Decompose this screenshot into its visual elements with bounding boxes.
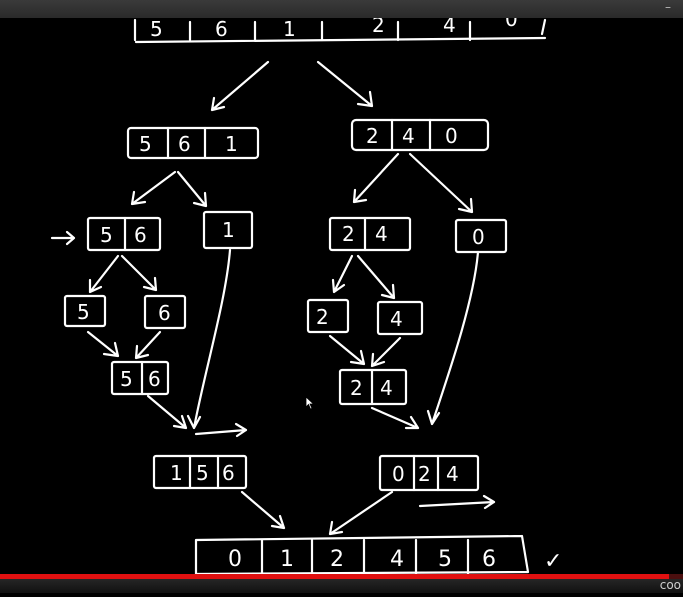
node-cell: 6 xyxy=(158,301,171,325)
merge-arrow xyxy=(240,490,286,530)
merge-arrow xyxy=(370,336,402,368)
node-leaf-5: 5 xyxy=(63,294,107,328)
split-arrow xyxy=(120,254,158,292)
top-array-cell: 4 xyxy=(443,13,456,37)
node-merged-024: 0 2 4 xyxy=(378,454,480,492)
node-leaf-4: 4 xyxy=(376,300,424,336)
merge-arrow xyxy=(146,394,188,430)
split-arrow xyxy=(408,152,474,214)
result-cell: 2 xyxy=(330,547,344,572)
node-cell: 6 xyxy=(134,223,147,247)
result-cell: 0 xyxy=(228,547,242,572)
node-single-1: 1 xyxy=(202,210,254,250)
node-cell: 0 xyxy=(472,225,485,249)
node-right-half: 2 4 0 xyxy=(350,118,490,152)
split-arrow xyxy=(352,152,400,204)
split-arrow xyxy=(130,170,177,206)
video-progress-fill xyxy=(0,574,670,579)
top-array-cell: 2 xyxy=(372,13,385,37)
channel-logo: coo xyxy=(659,578,681,592)
split-arrow xyxy=(176,170,208,208)
result-cell: 1 xyxy=(280,547,294,572)
node-cell: 2 xyxy=(316,305,329,329)
node-cell: 4 xyxy=(380,376,393,400)
node-cell: 4 xyxy=(390,307,403,331)
merge-arrow xyxy=(426,250,480,426)
pointer-arrow xyxy=(50,230,76,246)
merge-arrow xyxy=(328,490,394,536)
node-cell: 5 xyxy=(196,461,209,485)
result-cell: 5 xyxy=(438,547,452,572)
merge-arrow xyxy=(134,330,162,360)
checkmark-icon: ✓ xyxy=(544,549,562,574)
merge-arrow xyxy=(86,330,120,358)
node-leaf-6: 6 xyxy=(143,294,187,330)
merge-arrow xyxy=(370,406,420,430)
split-arrow xyxy=(88,254,120,294)
video-control-bar xyxy=(0,579,683,593)
split-arrow xyxy=(356,254,396,300)
node-pair-24: 2 4 xyxy=(328,216,412,252)
node-merged-24: 2 4 xyxy=(338,368,408,406)
node-cell: 4 xyxy=(402,124,415,148)
minimize-icon[interactable]: – xyxy=(665,0,671,14)
top-array-cell: 6 xyxy=(215,17,228,41)
node-cell: 6 xyxy=(148,367,161,391)
node-cell: 5 xyxy=(139,132,152,156)
result-array: 0 1 2 4 5 6 xyxy=(194,534,530,576)
direction-arrow xyxy=(418,494,496,510)
node-cell: 6 xyxy=(222,461,235,485)
node-cell: 1 xyxy=(225,132,238,156)
direction-arrow xyxy=(194,422,248,438)
video-progress-bar[interactable] xyxy=(0,574,683,579)
node-cell: 4 xyxy=(446,462,459,486)
split-arrow-right xyxy=(316,60,374,108)
top-array-cell: 5 xyxy=(150,17,163,41)
node-leaf-2: 2 xyxy=(306,298,350,334)
top-array-cell: 1 xyxy=(283,17,296,41)
node-cell: 5 xyxy=(100,223,113,247)
node-cell: 4 xyxy=(375,222,388,246)
split-arrow xyxy=(331,254,354,294)
node-single-0: 0 xyxy=(454,218,508,254)
node-cell: 6 xyxy=(178,132,191,156)
node-cell: 2 xyxy=(366,124,379,148)
merge-arrow xyxy=(328,334,366,366)
node-cell: 1 xyxy=(170,461,183,485)
node-cell: 2 xyxy=(418,462,431,486)
mouse-cursor-icon xyxy=(305,396,315,410)
node-left-half: 5 6 1 xyxy=(126,126,260,160)
node-cell: 5 xyxy=(77,300,90,324)
split-arrow-left xyxy=(210,60,270,112)
merge-arrow xyxy=(186,248,232,430)
node-cell: 0 xyxy=(445,124,458,148)
node-cell: 1 xyxy=(222,218,235,242)
node-cell: 2 xyxy=(350,376,363,400)
node-merged-156: 1 5 6 xyxy=(152,454,248,490)
node-merged-56: 5 6 xyxy=(110,360,170,396)
video-top-strip: – xyxy=(0,0,683,18)
result-cell: 4 xyxy=(390,547,404,572)
result-cell: 6 xyxy=(482,547,496,572)
node-cell: 2 xyxy=(342,222,355,246)
node-cell: 5 xyxy=(120,367,133,391)
node-pair-56: 5 6 xyxy=(86,216,162,252)
node-cell: 0 xyxy=(392,462,405,486)
